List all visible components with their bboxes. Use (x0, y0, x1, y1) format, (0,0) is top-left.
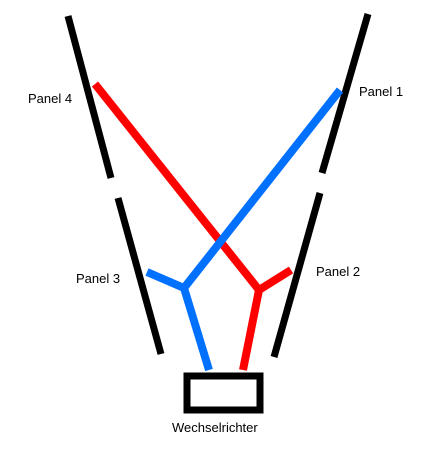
inverter-box (183, 372, 264, 414)
blue-string (145, 87, 344, 372)
panel-1-upper-bar (318, 13, 372, 174)
red-string (91, 81, 294, 371)
panel-2-label: Panel 2 (316, 264, 361, 279)
panel-4-label: Panel 4 (28, 91, 73, 106)
panel-4-upper-bar (64, 15, 115, 179)
panel-3-label: Panel 3 (76, 271, 121, 286)
panel-1-label: Panel 1 (359, 84, 404, 99)
red-line-panel-2 (256, 266, 294, 294)
red-line-panel-4 (91, 81, 263, 293)
inverter-label: Wechselrichter (172, 420, 258, 435)
blue-line-panel-3 (145, 268, 186, 292)
blue-line-panel-1 (180, 87, 344, 291)
blue-line-to-inverter (180, 286, 213, 372)
panel-3-lower-bar (114, 197, 165, 355)
red-line-to-inverter (239, 289, 263, 371)
panel-2-lower-bar (270, 192, 324, 358)
